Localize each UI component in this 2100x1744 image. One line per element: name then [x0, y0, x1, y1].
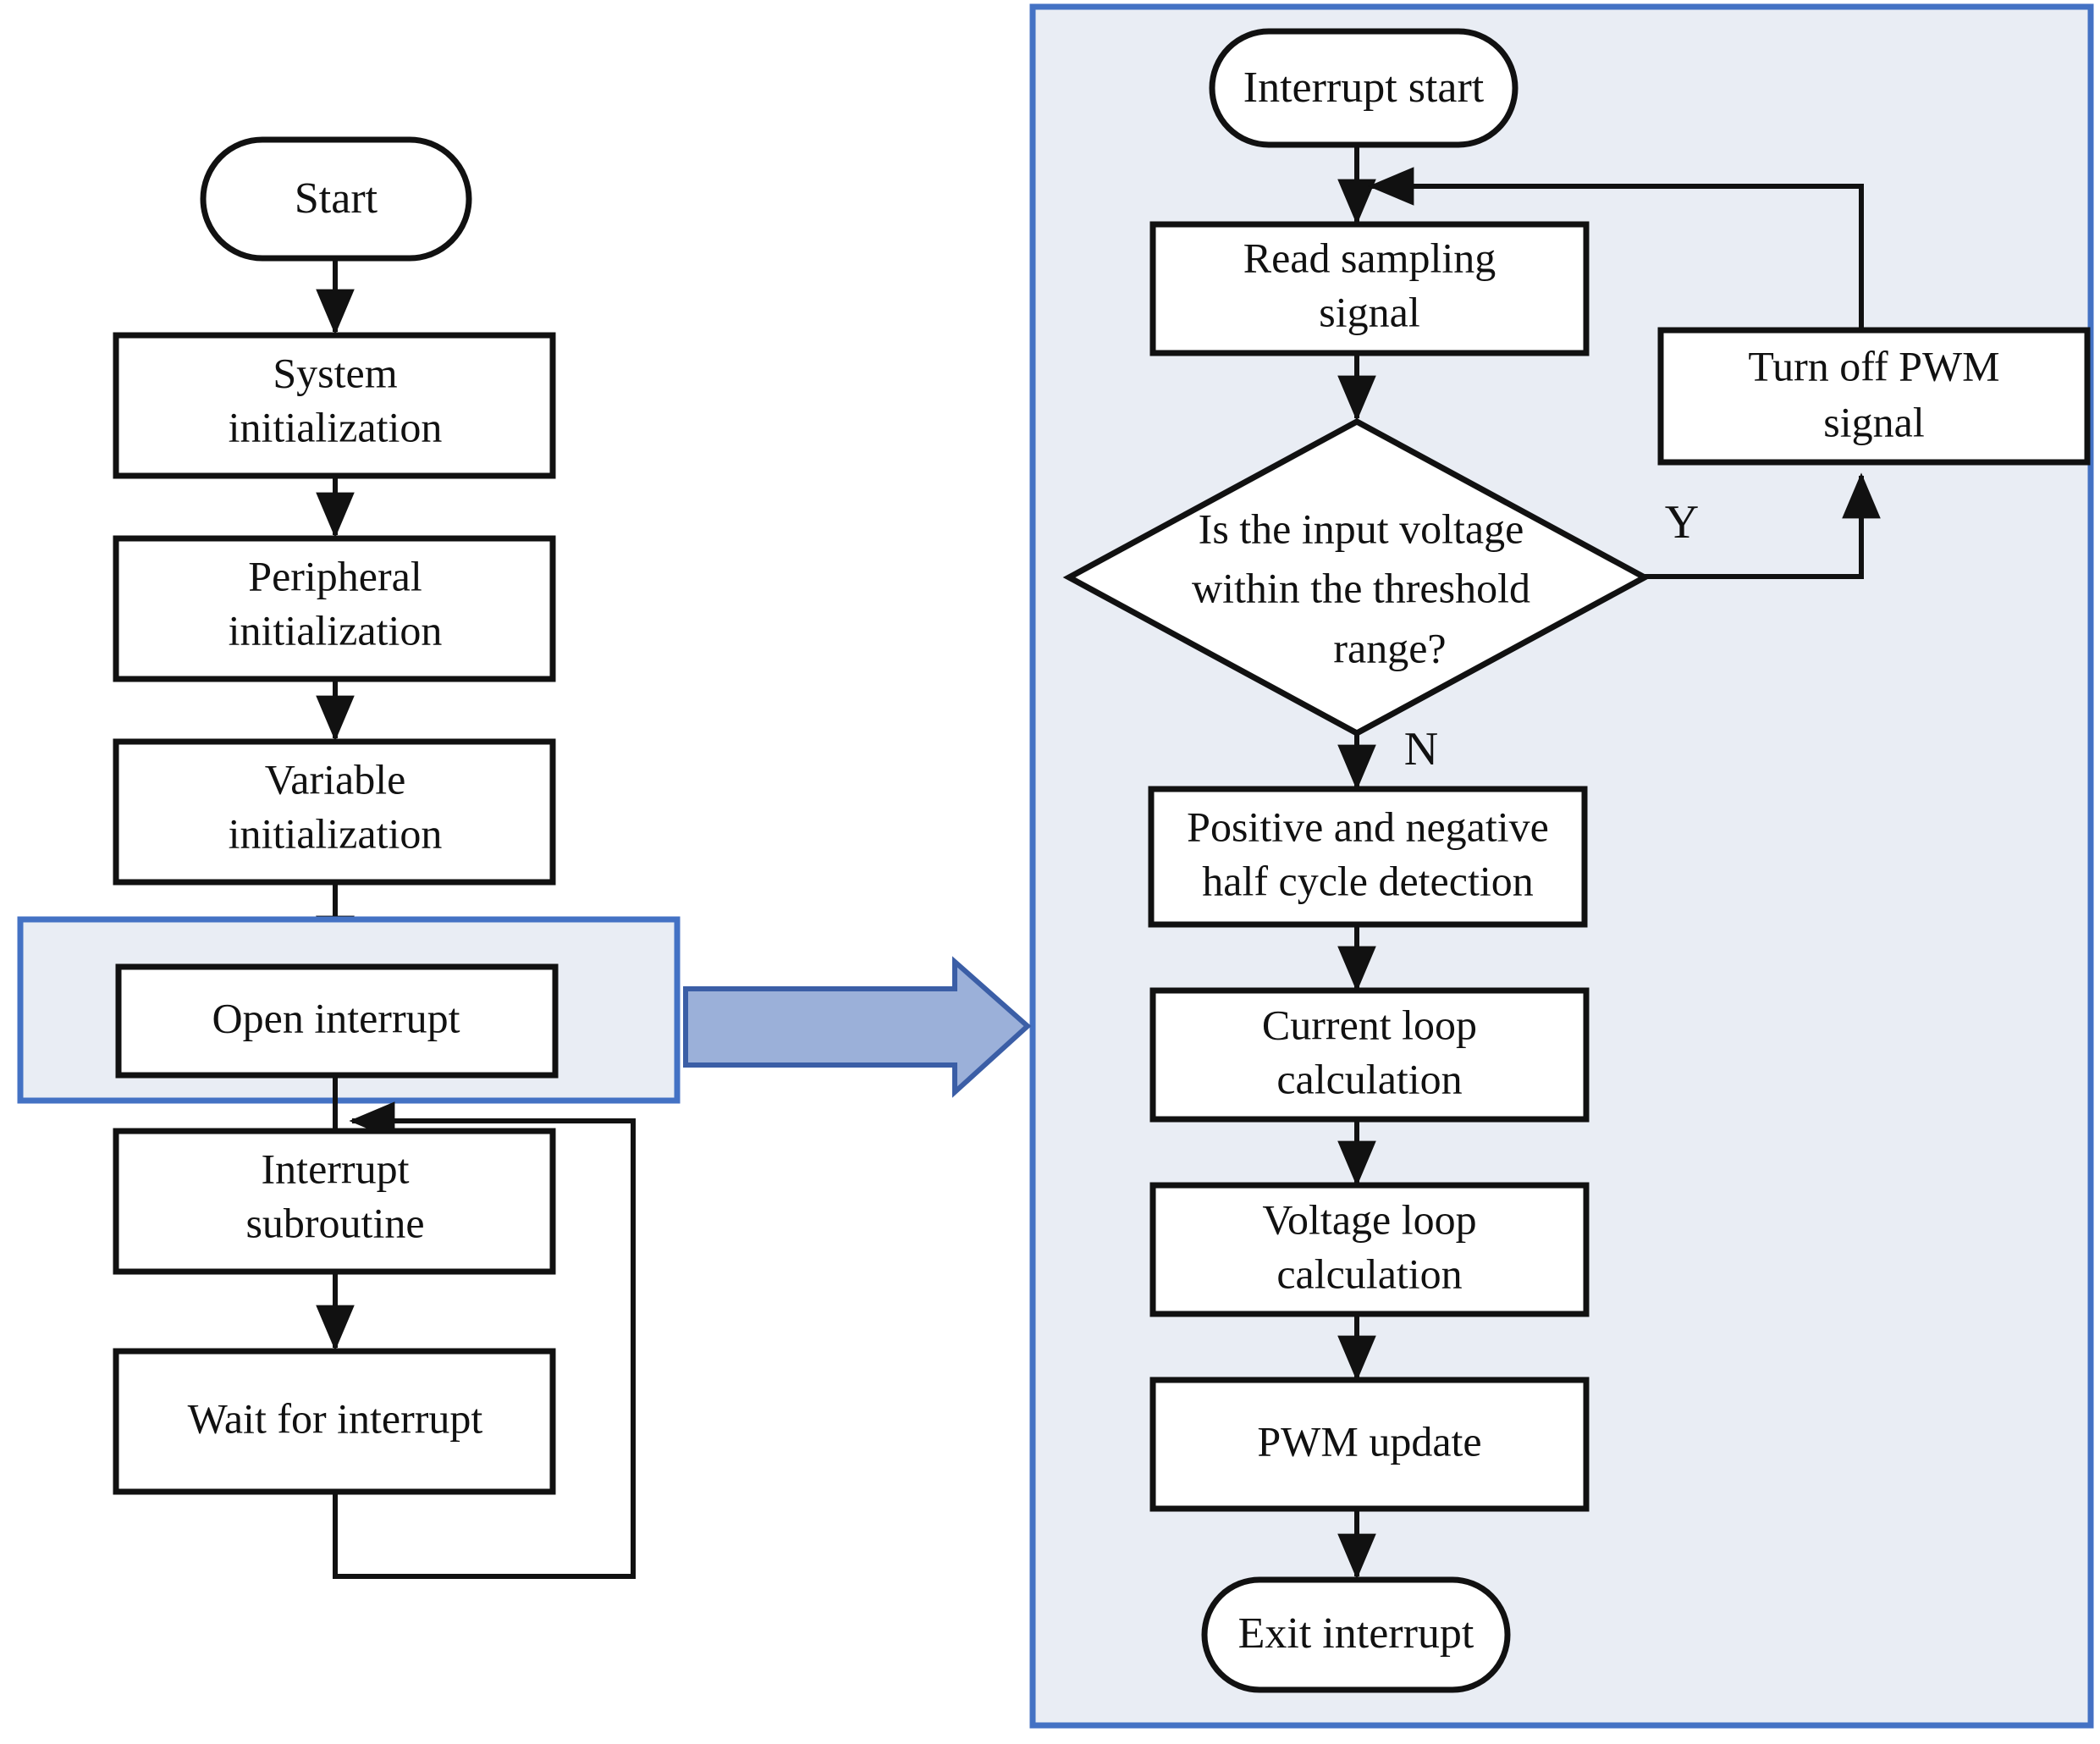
threshold-check-label-line3: range?: [1333, 624, 1446, 671]
voltage-loop-calculation-label-line1: Voltage loop: [1262, 1195, 1476, 1243]
node-current-loop-calculation: Current loop calculation: [1149, 987, 1590, 1123]
node-threshold-check: Is the input voltage within the threshol…: [1062, 418, 1651, 737]
node-half-cycle-detection: Positive and negative half cycle detecti…: [1148, 786, 1588, 928]
node-wait-for-interrupt: Wait for interrupt: [113, 1348, 556, 1495]
start-label: Start: [295, 174, 378, 223]
interrupt-subroutine-label-line2: subroutine: [245, 1199, 424, 1246]
edge-threshold-check-yes-to-turn-off-pwm: [1645, 472, 1881, 579]
interrupt-flow-connectors: [1337, 144, 1881, 1580]
current-loop-calculation-shape: [1149, 987, 1590, 1123]
read-sampling-signal-label-line1: Read sampling: [1243, 234, 1496, 281]
peripheral-initialization-label-line1: Peripheral: [248, 552, 422, 599]
node-exit-interrupt: Exit interrupt: [1201, 1576, 1511, 1693]
node-read-sampling-signal: Read sampling signal: [1149, 221, 1590, 356]
interrupt-start-shape: [1209, 28, 1519, 148]
branch-label-yes: Y: [1665, 496, 1699, 549]
voltage-loop-calculation-label-line2: calculation: [1276, 1250, 1462, 1297]
exit-interrupt-label: Exit interrupt: [1238, 1609, 1474, 1658]
turn-off-pwm-signal-label-line1: Turn off PWM: [1748, 342, 1999, 389]
wait-for-interrupt-label: Wait for interrupt: [188, 1394, 483, 1442]
variable-initialization-label-line1: Variable: [265, 755, 406, 803]
wait-for-interrupt-shape: [113, 1348, 556, 1495]
half-cycle-detection-shape: [1148, 786, 1588, 928]
read-sampling-signal-label-line2: signal: [1319, 288, 1419, 335]
node-pwm-update: PWM update: [1149, 1377, 1590, 1512]
turn-off-pwm-signal-label-line2: signal: [1823, 398, 1924, 445]
variable-initialization-label-line2: initialization: [229, 809, 443, 857]
current-loop-calculation-label-line1: Current loop: [1262, 1001, 1477, 1048]
expand-arrow-icon: [683, 956, 1032, 1098]
edge-wait-loop-back: [333, 1101, 636, 1579]
interrupt-start-label: Interrupt start: [1243, 63, 1485, 112]
edge-turn-off-pwm-feedback-to-read-sampling: [1368, 167, 1864, 328]
node-peripheral-initialization: Peripheral initialization: [113, 535, 556, 682]
node-voltage-loop-calculation: Voltage loop calculation: [1149, 1182, 1590, 1317]
system-initialization-label-line1: System: [273, 349, 397, 396]
start-shape: [200, 136, 472, 262]
threshold-check-shape: [1062, 418, 1651, 737]
node-interrupt-subroutine: Interrupt subroutine: [113, 1128, 556, 1275]
threshold-check-label-line2: within the threshold: [1192, 564, 1530, 611]
branch-label-no: N: [1404, 723, 1438, 775]
half-cycle-detection-label-line1: Positive and negative: [1187, 803, 1549, 850]
interrupt-subroutine-shape: [113, 1128, 556, 1275]
variable-initialization-shape: [113, 738, 556, 886]
open-interrupt-label: Open interrupt: [212, 994, 460, 1041]
current-loop-calculation-label-line2: calculation: [1276, 1055, 1462, 1102]
node-turn-off-pwm-signal: Turn off PWM signal: [1657, 327, 2091, 466]
pwm-update-shape: [1149, 1377, 1590, 1512]
exit-interrupt-shape: [1201, 1576, 1511, 1693]
system-initialization-label-line2: initialization: [229, 403, 443, 450]
interrupt-subroutine-label-line1: Interrupt: [262, 1145, 410, 1192]
peripheral-initialization-shape: [113, 535, 556, 682]
node-variable-initialization: Variable initialization: [113, 738, 556, 886]
turn-off-pwm-signal-shape: [1657, 327, 2091, 466]
node-open-interrupt: Open interrupt: [115, 963, 559, 1079]
peripheral-initialization-label-line2: initialization: [229, 606, 443, 654]
open-interrupt-shape: [115, 963, 559, 1079]
system-initialization-shape: [113, 332, 556, 479]
threshold-check-label-line1: Is the input voltage: [1199, 505, 1524, 552]
pwm-update-label: PWM update: [1257, 1417, 1481, 1465]
node-start: Start: [200, 136, 472, 262]
voltage-loop-calculation-shape: [1149, 1182, 1590, 1317]
node-interrupt-start: Interrupt start: [1209, 28, 1519, 148]
half-cycle-detection-label-line2: half cycle detection: [1202, 857, 1533, 904]
node-system-initialization: System initialization: [113, 332, 556, 479]
read-sampling-signal-shape: [1149, 221, 1590, 356]
